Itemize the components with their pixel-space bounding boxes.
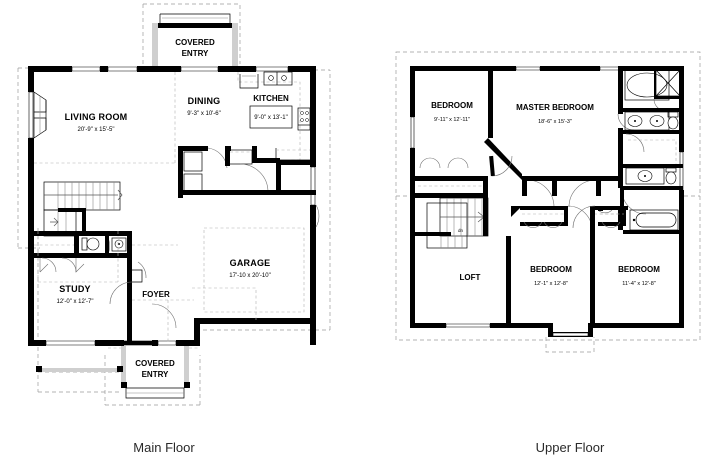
upper-floor-title: Upper Floor bbox=[536, 440, 605, 455]
main-floor-title: Main Floor bbox=[133, 440, 195, 455]
master-bedroom-label: MASTER BEDROOM bbox=[516, 103, 594, 112]
main-study: STUDY 12'-0" x 12'-7" bbox=[57, 258, 147, 342]
covered-entry-top-label-2: ENTRY bbox=[182, 49, 209, 58]
dining-dimensions: 9'-3" x 10'-6" bbox=[187, 111, 221, 117]
main-interior-walls bbox=[178, 146, 316, 198]
upper-floor-plan: BEDROOM 9'-11" x 12'-11" MASTER BEDROOM … bbox=[395, 51, 701, 455]
main-stairs bbox=[43, 181, 123, 237]
stairs-down-note: dn bbox=[458, 228, 464, 233]
kitchen-dimensions: 9'-0" x 13'-1" bbox=[254, 115, 288, 121]
main-covered-entry-top: COVERED ENTRY bbox=[152, 13, 238, 68]
upper-bedroom-nw: BEDROOM 9'-11" x 12'-11" bbox=[415, 66, 522, 198]
upper-bedroom-s2: BEDROOM 11'-4" x 12'-8" bbox=[572, 205, 660, 287]
bedroom-nw-label: BEDROOM bbox=[431, 101, 473, 110]
bedroom-s1-dimensions: 12'-1" x 12'-8" bbox=[534, 281, 568, 287]
foyer-label: FOYER bbox=[142, 290, 170, 299]
covered-entry-bottom-label-1: COVERED bbox=[135, 359, 175, 368]
covered-entry-top-label-1: COVERED bbox=[175, 38, 215, 47]
main-foyer: FOYER bbox=[132, 290, 194, 342]
main-floor-plan: COVERED ENTRY bbox=[17, 3, 331, 455]
upper-stairs: dn bbox=[415, 197, 489, 249]
dining-label: DINING bbox=[188, 96, 221, 106]
upper-overhang-dashed bbox=[395, 51, 701, 341]
upper-exterior-walls bbox=[410, 66, 684, 353]
main-powder-room bbox=[34, 231, 178, 283]
upper-bedroom-s1: BEDROOM 12'-1" x 12'-8" bbox=[511, 205, 595, 328]
main-overhang-dashed bbox=[17, 3, 331, 406]
kitchen-label: KITCHEN bbox=[253, 94, 289, 103]
living-room-label: LIVING ROOM bbox=[65, 112, 128, 122]
bedroom-nw-dimensions: 9'-11" x 12'-11" bbox=[434, 117, 470, 123]
study-label: STUDY bbox=[59, 284, 91, 294]
master-bedroom-dimensions: 18'-6" x 15'-3" bbox=[538, 119, 572, 125]
study-dimensions: 12'-0" x 12'-7" bbox=[57, 299, 94, 305]
main-kitchen: KITCHEN 9'-0" x 13'-1" bbox=[237, 71, 316, 165]
bedroom-s2-label: BEDROOM bbox=[618, 265, 660, 274]
bedroom-s1-label: BEDROOM bbox=[530, 265, 572, 274]
main-covered-entry-bottom: COVERED ENTRY bbox=[36, 340, 200, 399]
upper-loft: LOFT bbox=[460, 236, 511, 328]
upper-master-bedroom: MASTER BEDROOM 18'-6" x 15'-3" bbox=[516, 66, 647, 215]
main-dining-room: DINING 9'-3" x 10'-6" bbox=[187, 96, 221, 117]
upper-ensuite bbox=[623, 68, 683, 168]
garage-label: GARAGE bbox=[230, 258, 271, 268]
main-garage: GARAGE 17'-10 x 20'-10" bbox=[192, 204, 320, 320]
main-living-room: LIVING ROOM 20'-9" x 15'-5" bbox=[34, 72, 176, 164]
loft-label: LOFT bbox=[460, 273, 481, 282]
main-exterior-walls bbox=[28, 66, 316, 346]
bedroom-s2-dimensions: 11'-4" x 12'-8" bbox=[622, 281, 655, 287]
garage-dimensions: 17'-10 x 20'-10" bbox=[229, 273, 270, 279]
living-room-dimensions: 20'-9" x 15'-5" bbox=[78, 127, 115, 133]
covered-entry-bottom-label-2: ENTRY bbox=[142, 370, 169, 379]
